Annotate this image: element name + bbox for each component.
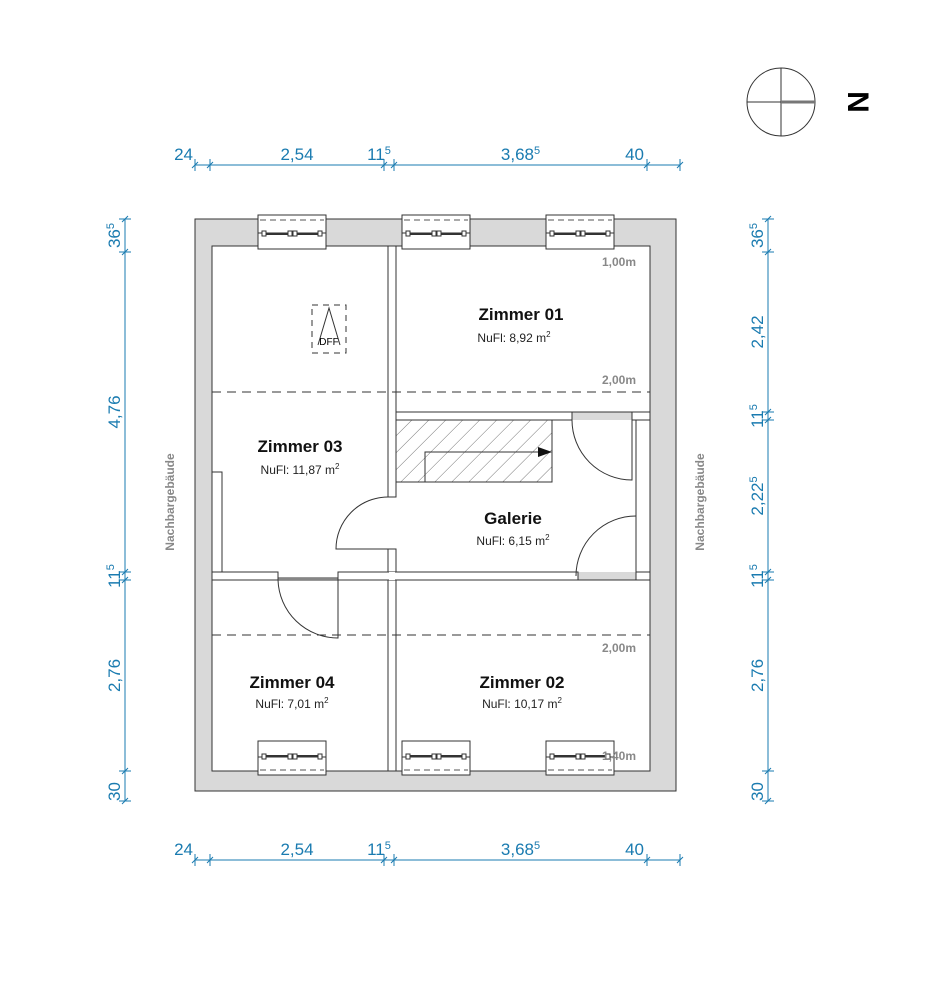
skylight-label: DFF	[319, 337, 338, 348]
window	[257, 214, 327, 250]
north-label: N	[841, 91, 874, 113]
dimension-label: 2,225	[748, 476, 767, 515]
door-zimmer-04[interactable]	[277, 579, 339, 639]
dimension-label: 3,685	[501, 840, 540, 859]
room-area: NuFl: 6,15 m2	[476, 533, 550, 548]
dimension-label: 3,685	[501, 145, 540, 164]
height-label: 1,40m	[602, 749, 636, 763]
door-zimmer-03[interactable]	[335, 496, 389, 550]
window	[401, 214, 471, 250]
room-zimmer-01	[395, 245, 651, 413]
neighbor-label-left: Nachbargebäude	[163, 453, 177, 551]
room-name: Zimmer 03	[257, 437, 342, 456]
dimension-label: 2,54	[280, 840, 313, 859]
room-name: Zimmer 04	[249, 673, 335, 692]
window	[257, 740, 327, 776]
interior-wall	[395, 411, 573, 421]
dimension-label: 30	[105, 782, 124, 801]
dimension-label: 365	[105, 223, 124, 248]
skylight-icon	[311, 304, 347, 354]
neighbor-label-right: Nachbargebäude	[693, 453, 707, 551]
door-zimmer-01[interactable]	[571, 419, 633, 481]
staircase	[395, 419, 553, 483]
dimension-label: 40	[625, 840, 644, 859]
room-name: Zimmer 01	[478, 305, 563, 324]
dimension-label: 115	[748, 404, 767, 428]
room-area: NuFl: 10,17 m2	[482, 696, 562, 711]
dimension-label: 24	[174, 145, 193, 164]
closet-niche	[211, 471, 223, 573]
dimension-label: 40	[625, 145, 644, 164]
height-label: 2,00m	[602, 641, 636, 655]
window	[545, 214, 615, 250]
room-name: Zimmer 02	[479, 673, 564, 692]
interior-wall	[211, 571, 279, 581]
height-label: 2,00m	[602, 373, 636, 387]
window	[401, 740, 471, 776]
north-arrow-icon	[746, 67, 816, 137]
dimension-label: 2,54	[280, 145, 313, 164]
room-area: NuFl: 11,87 m2	[261, 462, 340, 477]
interior-wall	[387, 548, 397, 772]
dimension-label: 115	[367, 145, 391, 164]
interior-wall	[635, 419, 651, 573]
room-zimmer-02	[395, 579, 651, 772]
interior-wall	[387, 245, 397, 498]
dimension-label: 2,42	[748, 315, 767, 348]
dimension-chains: 24 2,54 115 3,685 40 24 2,54 115 3,685 40 365 4,76 1…	[105, 145, 774, 866]
dimension-label: 30	[748, 782, 767, 801]
room-name: Galerie	[484, 509, 542, 528]
dimension-label: 115	[367, 840, 391, 859]
dimension-label: 115	[748, 564, 767, 588]
dimension-label: 365	[748, 223, 767, 248]
interior-wall	[337, 571, 579, 581]
dimension-label: 24	[174, 840, 193, 859]
dimension-label: 115	[105, 564, 124, 588]
stair-arrow-icon	[538, 447, 552, 457]
dimension-label: 2,76	[748, 659, 767, 692]
door-zimmer-02[interactable]	[575, 515, 637, 577]
room-area: NuFl: 7,01 m2	[255, 696, 329, 711]
height-label: 1,00m	[602, 255, 636, 269]
dimension-label: 4,76	[105, 395, 124, 428]
dimension-label: 2,76	[105, 659, 124, 692]
room-area: NuFl: 8,92 m2	[477, 330, 551, 345]
room-zimmer-04	[211, 579, 389, 772]
